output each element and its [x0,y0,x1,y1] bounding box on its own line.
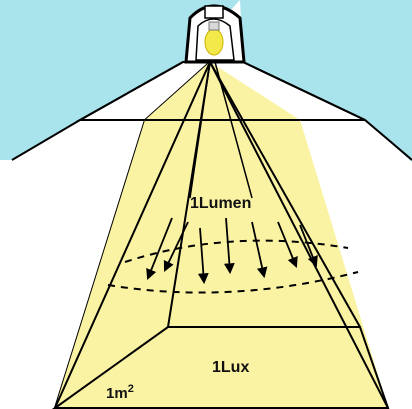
lux-label: 1Lux [212,359,249,376]
area-label-base: 1m [106,385,128,402]
lumen-label: 1Lumen [190,195,251,212]
bulb-base [209,22,219,30]
lamp-socket [205,6,223,18]
area-label-exponent: 2 [128,383,134,395]
bulb-icon [205,29,223,55]
